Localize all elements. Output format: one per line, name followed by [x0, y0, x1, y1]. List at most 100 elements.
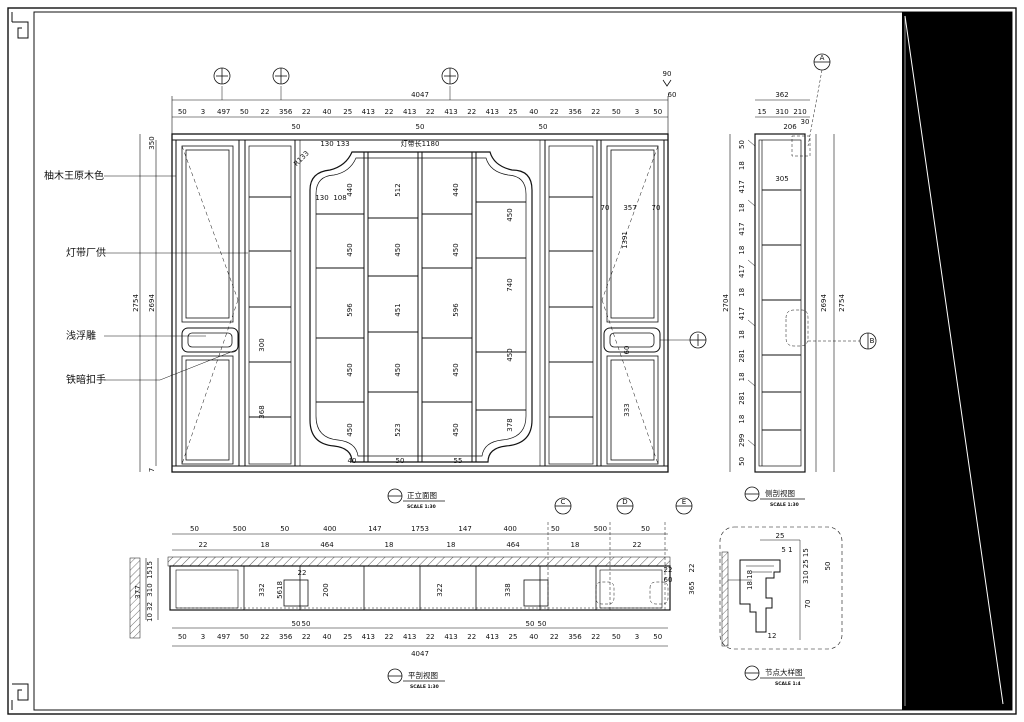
svg-text:5 1: 5 1 [781, 546, 792, 554]
top-dim-21: 50 [612, 108, 621, 116]
plan-section-title: 平剖视图 SCALE 1:30 [387, 668, 445, 690]
side-dim-1: 18 [738, 161, 746, 170]
side-dim-0: 50 [738, 140, 746, 149]
side-section: 362 15 310 210 206 30 2704 2694 2754 305… [722, 53, 877, 508]
section-marker-right [660, 331, 707, 349]
top-dim-6: 22 [302, 108, 311, 116]
svg-text:50: 50 [302, 620, 311, 628]
svg-text:206: 206 [783, 123, 797, 131]
plan-inner-dim-2: 464 [320, 541, 334, 549]
plan-top-dim-5: 1753 [411, 525, 429, 533]
svg-text:50: 50 [538, 620, 547, 628]
svg-text:E: E [682, 498, 686, 506]
overall-width-label: 4047 [411, 91, 429, 99]
plan-inner-dim-0: 22 [199, 541, 208, 549]
section-marker-c: C [554, 497, 572, 515]
plan-bottom-dim-0: 50 [178, 633, 187, 641]
top-dim-13: 413 [444, 108, 457, 116]
plan-top-dim-4: 147 [368, 525, 381, 533]
side-dim-10: 281 [738, 349, 746, 362]
title-strip [902, 12, 1012, 710]
center-mid-dim-2: 451 [394, 303, 402, 316]
svg-text:2704: 2704 [722, 294, 730, 312]
top-dim-1: 3 [201, 108, 205, 116]
top-dim-20: 22 [591, 108, 600, 116]
section-marker-top-1 [213, 67, 231, 100]
plan-top-dim-1: 500 [233, 525, 246, 533]
top-right-90: 90 [663, 70, 672, 78]
svg-text:108: 108 [333, 194, 346, 202]
top-dim-4: 22 [261, 108, 270, 116]
svg-text:22: 22 [664, 566, 673, 574]
top-dim-7: 40 [323, 108, 332, 116]
corner-ornament-bl [11, 683, 29, 710]
svg-text:70: 70 [804, 600, 812, 609]
svg-text:5618: 5618 [276, 581, 284, 599]
svg-text:362: 362 [775, 91, 788, 99]
plan-bottom-dim-13: 413 [444, 633, 457, 641]
top-dim-0: 50 [178, 108, 187, 116]
svg-text:377: 377 [134, 585, 142, 598]
top-dim-18: 22 [550, 108, 559, 116]
center-right-dim-4: 450 [452, 423, 460, 436]
center-right-dim-3: 450 [452, 363, 460, 376]
sheet-border-outer [7, 7, 1017, 715]
plan-bottom-dim-23: 50 [653, 633, 662, 641]
corner-ornament-tl [11, 12, 29, 39]
sub-dim-2: 50 [416, 123, 425, 131]
svg-text:60: 60 [623, 346, 631, 355]
center-right-dim-1: 450 [452, 243, 460, 256]
svg-text:侧剖视图: 侧剖视图 [765, 488, 795, 498]
plan-bottom-dim-22: 3 [635, 633, 639, 641]
center-mid-dim-1: 450 [394, 243, 402, 256]
svg-text:25: 25 [776, 532, 785, 540]
svg-text:338: 338 [504, 583, 512, 596]
plan-inner-dim-5: 464 [506, 541, 520, 549]
top-right-60: 60 [668, 91, 677, 99]
section-marker-a: A [807, 53, 831, 147]
svg-text:SCALE 1:30: SCALE 1:30 [410, 684, 439, 690]
svg-text:22: 22 [298, 569, 307, 577]
side-dim-4: 417 [738, 222, 746, 235]
svg-text:322: 322 [436, 583, 444, 596]
svg-text:7: 7 [148, 468, 156, 472]
top-dim-5: 356 [279, 108, 293, 116]
right-shelves [549, 196, 593, 418]
side-dim-6: 417 [738, 265, 746, 278]
side-dim-3: 18 [738, 203, 746, 212]
top-dim-2: 497 [217, 108, 230, 116]
top-dim-19: 356 [568, 108, 582, 116]
plan-inner-dim-1: 18 [261, 541, 270, 549]
svg-text:310: 310 [146, 583, 154, 596]
plan-top-dim-10: 50 [641, 525, 650, 533]
detail-view: 25 5 1 18 18 310 25 15 50 70 12 节点大样图 SC… [719, 526, 843, 687]
svg-text:130: 130 [315, 194, 328, 202]
svg-text:350: 350 [148, 136, 156, 149]
side-dim-9: 18 [738, 330, 746, 339]
cabinet-outline [171, 133, 669, 473]
plan-bottom-dim-2: 497 [217, 633, 230, 641]
top-dim-3: 50 [240, 108, 249, 116]
svg-text:50: 50 [526, 620, 535, 628]
annotation-4: 铁暗扣手 [66, 373, 106, 386]
svg-text:1515: 1515 [146, 561, 154, 579]
center-mid-dim-4: 523 [394, 423, 402, 436]
light-strip-label: 灯带长1180 [401, 139, 440, 148]
plan-bottom-dim-7: 40 [323, 633, 332, 641]
center-right-dim-2: 596 [452, 303, 460, 317]
svg-text:12: 12 [768, 632, 777, 640]
top-dim-23: 50 [653, 108, 662, 116]
section-marker-top-2 [272, 67, 290, 100]
top-dim-16: 25 [509, 108, 518, 116]
side-shelves [762, 189, 801, 431]
side-dim-15: 50 [738, 457, 746, 466]
left-shelves [249, 196, 291, 418]
plan-top-dim-2: 50 [280, 525, 289, 533]
center-left-dim-4: 450 [346, 423, 354, 436]
svg-text:333: 333 [623, 403, 631, 416]
svg-text:10 32: 10 32 [146, 602, 154, 622]
plan-bottom-dim-19: 356 [568, 633, 582, 641]
